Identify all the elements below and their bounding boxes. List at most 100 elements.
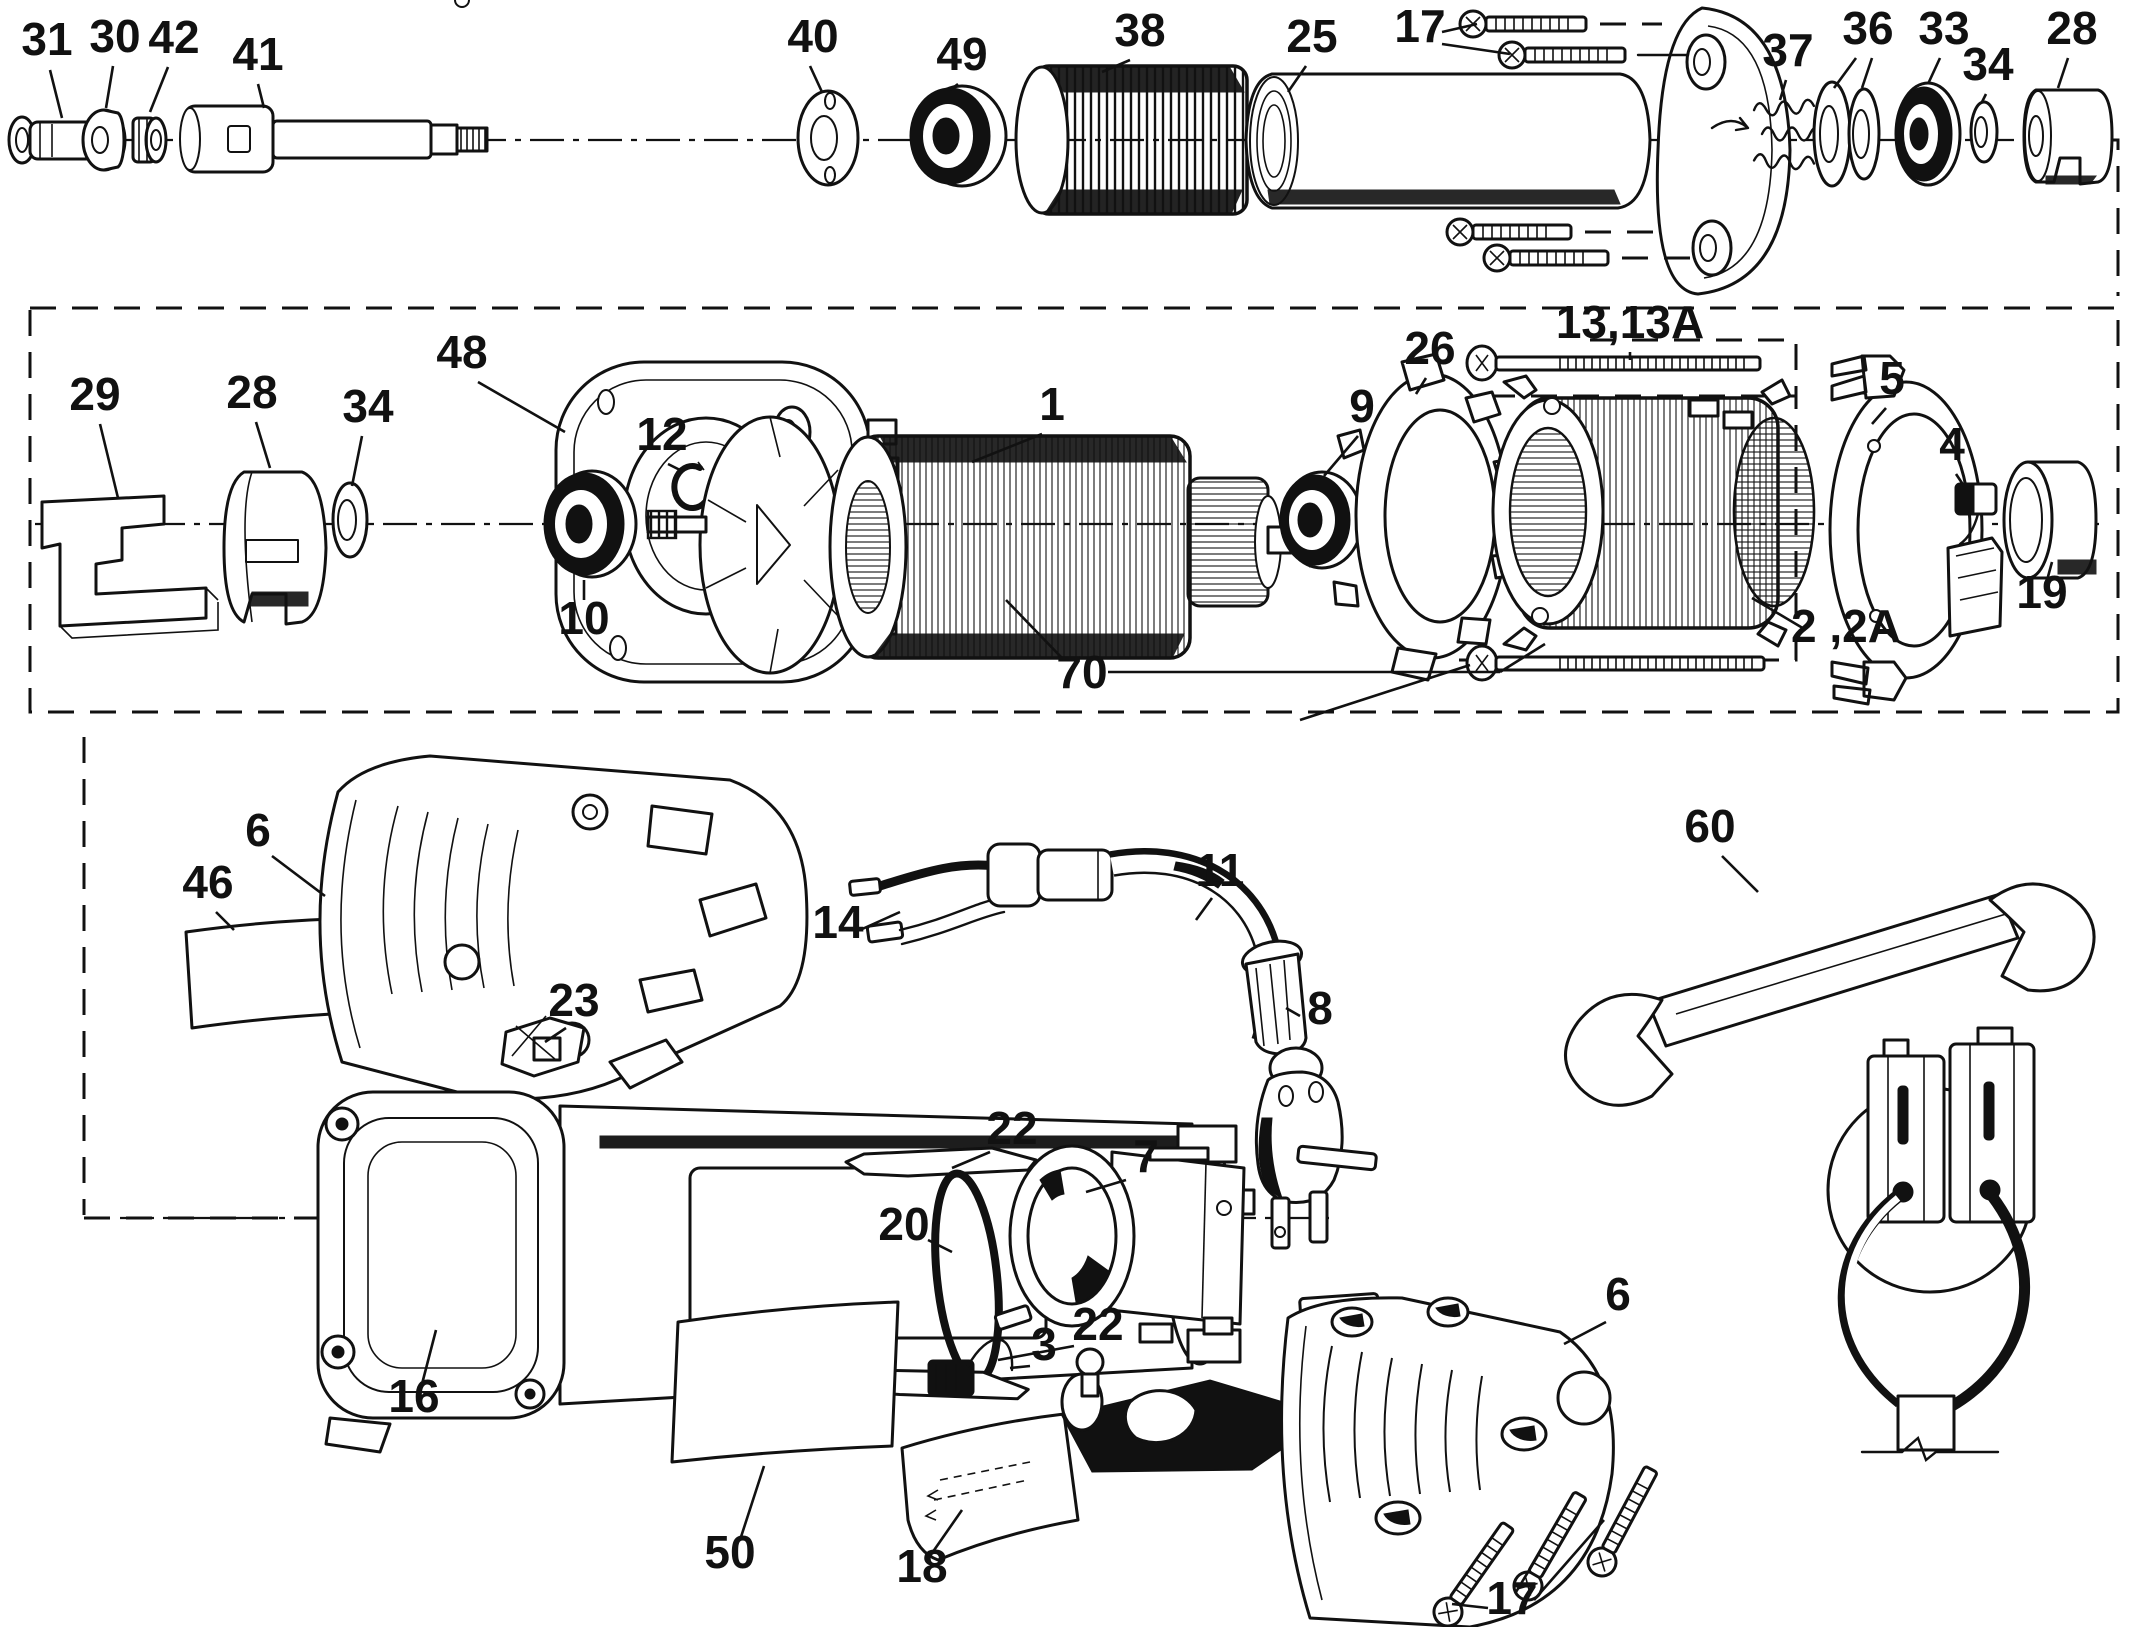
callout-7: 7 — [1133, 1130, 1159, 1182]
leader-line-23 — [544, 1026, 567, 1044]
callout-34-mid: 34 — [342, 380, 394, 432]
leader-line-1 — [971, 432, 1043, 464]
part-60-wrench — [1564, 882, 2096, 1107]
callout-6-upper: 6 — [245, 804, 271, 856]
screws-17-bottom-set — [1432, 1465, 1658, 1627]
part-7-switch-housing — [1008, 1144, 1246, 1344]
leader-line-42 — [148, 66, 170, 113]
callout-13: 13,13A — [1556, 296, 1704, 348]
callout-16: 16 — [388, 1370, 439, 1422]
callout-37: 37 — [1762, 24, 1813, 76]
part-29-spindle-lock — [40, 494, 219, 639]
callout-50: 50 — [704, 1526, 755, 1578]
leader-line-3 — [1009, 1364, 1031, 1370]
part-6-lower-housing — [1280, 1296, 1615, 1627]
part-2-stator — [1491, 374, 1816, 652]
leader-line-70 — [1005, 599, 1063, 659]
part-cord-boot — [986, 842, 1114, 908]
callout-28-top: 28 — [2046, 2, 2097, 54]
part-37-springs — [1752, 98, 1824, 171]
part-38-knurled-sleeve — [1014, 64, 1249, 216]
callout-36: 36 — [1842, 2, 1893, 54]
leader-line-40 — [808, 65, 824, 93]
part-34-washer-top — [1969, 100, 1999, 164]
part-5-brush-ring — [1828, 354, 2004, 706]
callout-22-lower: 22 — [1072, 1298, 1123, 1350]
leader-line-4 — [1954, 473, 1966, 487]
callout-17-bottom: 17 — [1486, 1572, 1537, 1624]
callout-25: 25 — [1286, 10, 1337, 62]
leader-line-48 — [477, 380, 566, 434]
leader-line-14 — [859, 910, 901, 932]
leader-line-6-upper — [271, 854, 326, 898]
leader-line-46 — [215, 911, 235, 931]
callout-18: 18 — [896, 1540, 947, 1592]
leader-line-25 — [1286, 65, 1308, 93]
callout-49: 49 — [936, 28, 987, 80]
leader-line-20 — [927, 1238, 953, 1254]
part-23-switch — [500, 1015, 586, 1078]
callout-6-lower: 6 — [1605, 1268, 1631, 1320]
callout-29: 29 — [69, 368, 120, 420]
leader-line-70 — [1499, 642, 1546, 674]
callout-23: 23 — [548, 974, 599, 1026]
leader-line-60 — [1721, 855, 1759, 893]
leader-line-16 — [420, 1329, 438, 1385]
leader-line-29 — [98, 423, 120, 499]
leader-line-37 — [1778, 79, 1788, 101]
part-3-brush-lead — [927, 1304, 1033, 1397]
motor-assembly-box — [28, 306, 2120, 714]
leader-line-33 — [1926, 57, 1942, 85]
callout-42: 42 — [148, 11, 199, 63]
part-42-collet — [131, 116, 168, 164]
callout-70: 70 — [1056, 646, 1107, 698]
leader-line-7 — [1085, 1178, 1127, 1194]
leader-line-28-mid — [254, 421, 272, 469]
leader-line-22-lower — [997, 1344, 1075, 1362]
callout-9: 9 — [1349, 380, 1375, 432]
leader-line-17-bottom — [1451, 1602, 1489, 1610]
callout-14: 14 — [812, 896, 864, 948]
callout-46: 46 — [182, 856, 233, 908]
leader-line-8 — [1285, 1006, 1301, 1018]
leader-line-36 — [1860, 57, 1874, 89]
callout-11: 11 — [1196, 844, 1245, 896]
bolt-13-top — [1465, 344, 1762, 382]
callout-28-mid: 28 — [226, 366, 277, 418]
part-plug-wiring-detail — [1826, 1026, 2036, 1462]
leader-line-50 — [738, 1465, 766, 1541]
leader-line-22-upper — [951, 1150, 991, 1170]
callout-20: 20 — [878, 1198, 929, 1250]
callout-1: 1 — [1039, 378, 1065, 430]
callout-26: 26 — [1404, 322, 1455, 374]
part-28-coupling-top — [2022, 88, 2114, 186]
leader-line-17-bottom — [1514, 1551, 1542, 1593]
callout-60: 60 — [1684, 800, 1735, 852]
leader-line-31 — [48, 69, 64, 119]
leader-line-17-top — [1441, 42, 1511, 56]
leader-line-2 — [1299, 663, 1471, 722]
leader-line-2 — [1751, 596, 1807, 632]
callout-31: 31 — [21, 13, 72, 65]
leader-line-38 — [1101, 58, 1131, 74]
leader-line-17-top — [1441, 22, 1478, 34]
callout-19: 19 — [2016, 566, 2067, 618]
leader-line-17-bottom — [1533, 1519, 1605, 1601]
part-9-bearing — [1279, 470, 1364, 570]
leader-line-41 — [256, 83, 266, 109]
part-4-brush — [1954, 482, 1998, 546]
part-50-nameplate — [670, 1300, 900, 1464]
screw-17-top-b — [1497, 40, 1690, 70]
part-33-bearing — [1894, 81, 1962, 187]
callout-40: 40 — [787, 10, 838, 62]
leader-line-49 — [949, 82, 959, 92]
leader-line-34-top — [1980, 93, 1988, 103]
leader-line-28-top — [2056, 57, 2070, 89]
part-49-bearing — [909, 84, 1008, 188]
leader-line-30 — [104, 65, 115, 109]
leader-line-19 — [2044, 561, 2054, 585]
screw-17-bottom-a — [1445, 217, 1655, 247]
callout-38: 38 — [1114, 4, 1165, 56]
callout-22-upper: 22 — [986, 1102, 1037, 1154]
